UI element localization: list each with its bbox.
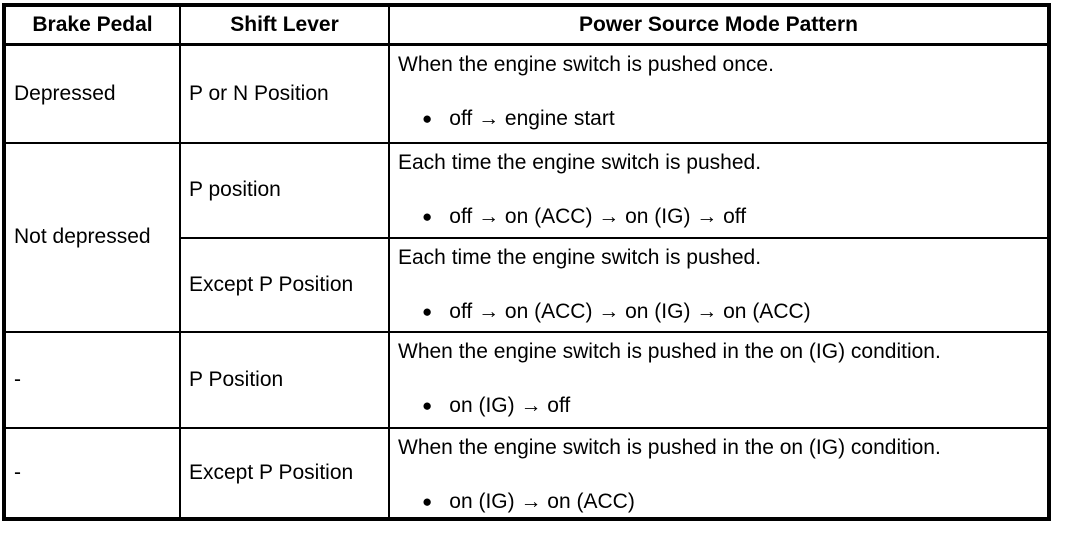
shift-lever-cell: Except P Position <box>179 236 390 333</box>
header-shift-lever: Shift Lever <box>179 4 390 46</box>
table-row: - Except P Position When the engine swit… <box>3 426 1050 520</box>
pattern-condition: When the engine switch is pushed in the … <box>398 435 941 459</box>
pattern-condition: Each time the engine switch is pushed. <box>398 150 762 174</box>
header-row: Brake Pedal Shift Lever Power Source Mod… <box>3 4 1050 46</box>
bullet-icon: ● <box>422 395 433 415</box>
bullet-icon: ● <box>422 109 433 128</box>
pattern-cell: When the engine switch is pushed in the … <box>388 426 1050 520</box>
brake-pedal-cell: - <box>3 330 181 429</box>
pattern-cell: Each time the engine switch is pushed. ●… <box>388 236 1050 333</box>
pattern-condition: When the engine switch is pushed in the … <box>398 339 941 363</box>
table-row: - P Position When the engine switch is p… <box>3 330 1050 429</box>
pattern-cell: When the engine switch is pushed once. ●… <box>388 43 1050 144</box>
pattern-sequence: ● on (IG) → off <box>398 394 1041 419</box>
bullet-icon: ● <box>422 301 433 321</box>
pattern-sequence: ● off → on (ACC) → on (IG) → on (ACC) <box>398 300 1041 325</box>
pattern-sequence-text: on (IG) → on (ACC) <box>449 489 635 513</box>
pattern-cell: When the engine switch is pushed in the … <box>388 330 1050 429</box>
pattern-condition: Each time the engine switch is pushed. <box>398 245 762 269</box>
pattern-sequence: ● off → on (ACC) → on (IG) → off <box>398 205 1041 230</box>
table-row: Not depressed P position Each time the e… <box>3 141 1050 333</box>
pattern-sequence-text: off → on (ACC) → on (IG) → off <box>449 204 747 228</box>
pattern-cell: Each time the engine switch is pushed. ●… <box>388 141 1050 239</box>
power-source-mode-table: Brake Pedal Shift Lever Power Source Mod… <box>2 3 1051 521</box>
shift-lever-cell: P Position <box>179 330 390 429</box>
bullet-icon: ● <box>422 491 433 511</box>
pattern-sequence-text: on (IG) → off <box>449 393 571 417</box>
pattern-condition: When the engine switch is pushed once. <box>398 53 774 76</box>
table-row: Except P Position Each time the engine s… <box>4 236 1050 333</box>
brake-pedal-cell: Not depressed <box>3 141 181 333</box>
shift-lever-cell: P position <box>179 141 390 239</box>
header-brake-pedal: Brake Pedal <box>3 4 181 46</box>
pattern-sequence: ● on (IG) → on (ACC) <box>398 490 1041 515</box>
pattern-sequence-text: off → engine start <box>449 107 615 130</box>
shift-lever-cell: Except P Position <box>179 426 390 520</box>
shift-lever-cell: P or N Position <box>179 43 390 144</box>
pattern-sequence: ● off → engine start <box>398 107 1041 132</box>
pattern-sequence-text: off → on (ACC) → on (IG) → on (ACC) <box>449 299 811 323</box>
table-row: Depressed P or N Position When the engin… <box>3 43 1050 144</box>
brake-pedal-cell: - <box>3 426 181 520</box>
brake-pedal-cell: Depressed <box>3 43 181 144</box>
header-power-source-mode-pattern: Power Source Mode Pattern <box>388 4 1050 46</box>
bullet-icon: ● <box>422 206 433 226</box>
